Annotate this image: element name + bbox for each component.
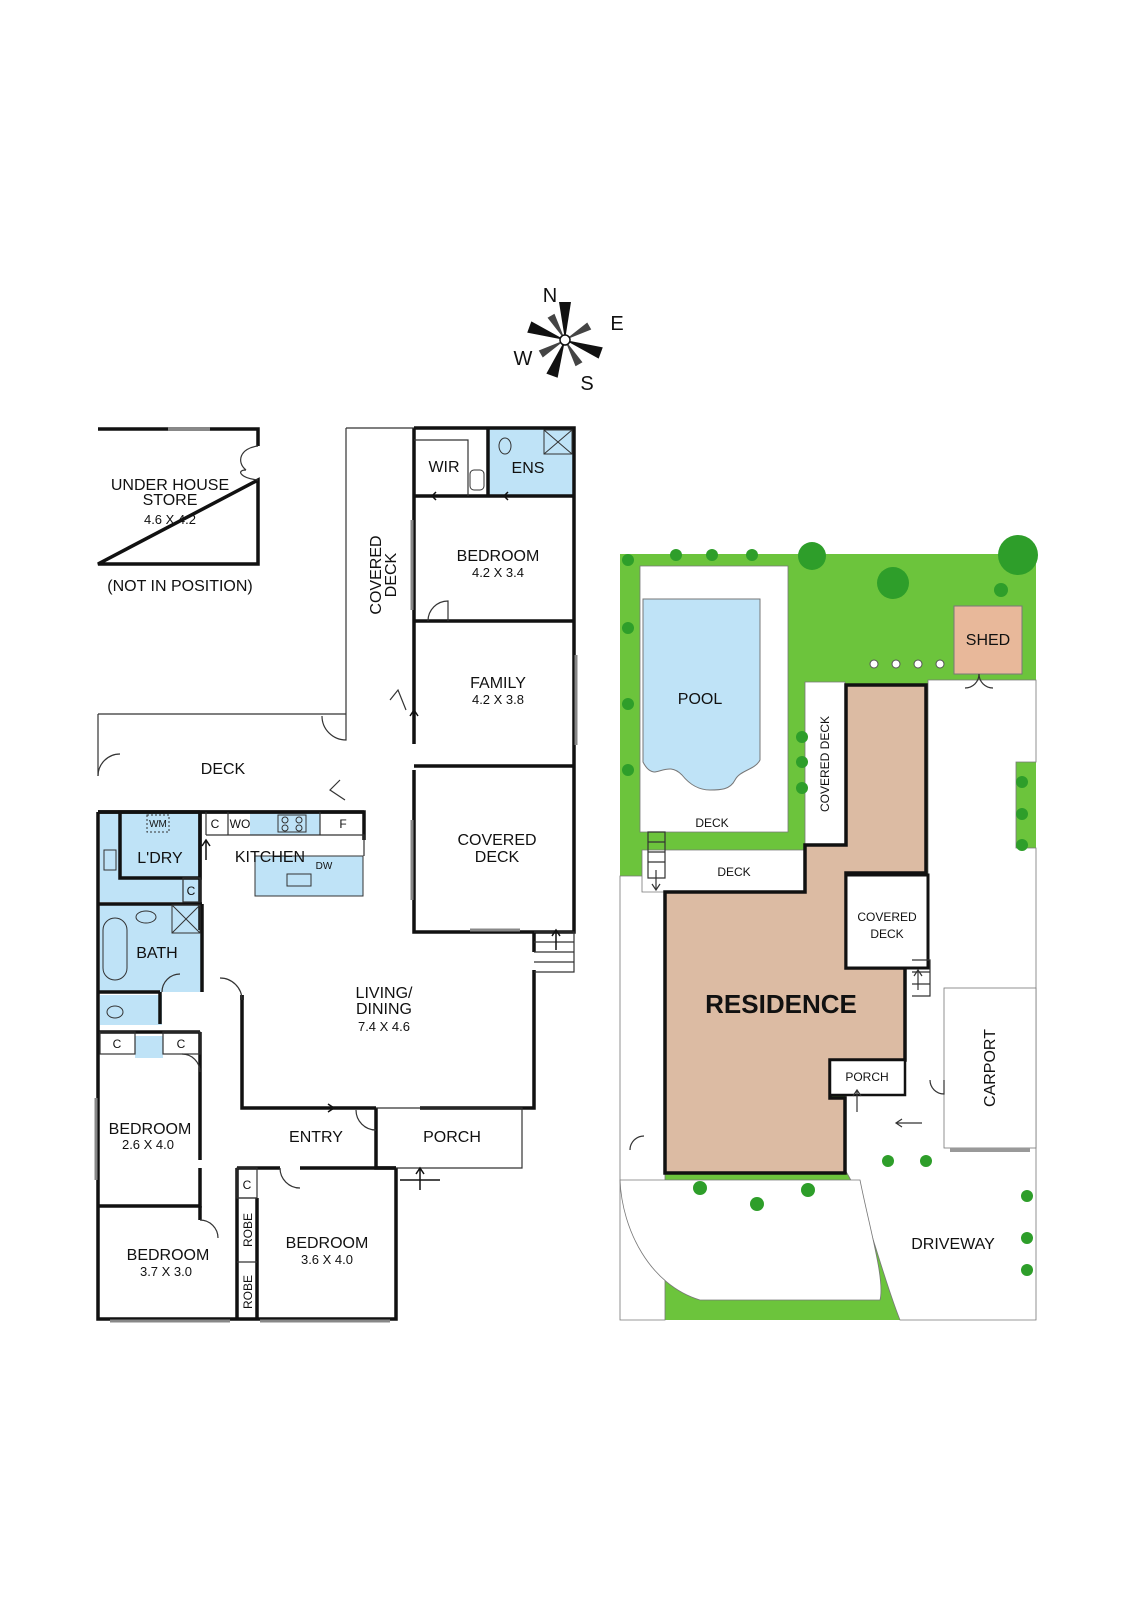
site-shed-label: SHED bbox=[966, 632, 1010, 649]
bathtub-icon bbox=[102, 917, 128, 981]
store-dimensions: 4.6 X 4.2 bbox=[144, 512, 196, 527]
shed bbox=[953, 605, 1023, 675]
compass-east: E bbox=[610, 313, 623, 335]
room-bed1-label: BEDROOM bbox=[457, 548, 540, 565]
site-plan bbox=[619, 535, 1038, 1321]
room-living-2: DINING bbox=[356, 1001, 412, 1018]
shower-icon bbox=[171, 904, 201, 934]
ldry-tub-icon bbox=[103, 849, 117, 871]
family-arrow-icon bbox=[409, 708, 419, 730]
sink-icon bbox=[286, 873, 312, 887]
site-deck1-label: DECK bbox=[695, 816, 728, 830]
compass-rose: N E W S bbox=[514, 285, 624, 395]
room-entry-label: ENTRY bbox=[289, 1129, 343, 1146]
ens-arrow-icon bbox=[502, 491, 524, 501]
ens-shower-icon bbox=[543, 429, 573, 455]
site-residence-label: RESIDENCE bbox=[705, 989, 857, 1019]
room-bed2-dim: 2.6 X 4.0 bbox=[122, 1137, 174, 1152]
room-c1-label: C bbox=[211, 817, 220, 831]
floor-plan-labels: WIR ENS BEDROOM 4.2 X 3.4 COVERED DECK F… bbox=[109, 459, 545, 1309]
room-f-label: F bbox=[339, 817, 346, 831]
room-family-dim: 4.2 X 3.8 bbox=[472, 692, 524, 707]
site-covered-deck-v-label: COVERED DECK bbox=[818, 716, 832, 812]
porch-arrow-icon bbox=[400, 1166, 440, 1190]
under-house-store: UNDER HOUSE STORE 4.6 X 4.2 (NOT IN POSI… bbox=[97, 427, 260, 595]
site-labels: POOL SHED DECK COVERED DECK DECK COVERED… bbox=[678, 632, 1010, 1253]
washing-machine-icon bbox=[146, 814, 170, 833]
room-covered-deck-2: DECK bbox=[475, 849, 520, 866]
room-bed3-dim: 3.7 X 3.0 bbox=[140, 1264, 192, 1279]
residence bbox=[663, 683, 928, 1175]
site-porch-label: PORCH bbox=[845, 1070, 888, 1084]
cooktop-icon bbox=[277, 814, 307, 833]
room-c3-label: C bbox=[113, 1037, 122, 1051]
site-pool-label: POOL bbox=[678, 691, 723, 708]
entry-arrow-icon bbox=[310, 1103, 336, 1113]
room-bed2-label: BEDROOM bbox=[109, 1121, 192, 1138]
room-ldry-label: L'DRY bbox=[137, 850, 183, 867]
room-bed3-label: BEDROOM bbox=[127, 1247, 210, 1264]
room-deck-label: DECK bbox=[201, 761, 246, 778]
room-bed1-dim: 4.2 X 3.4 bbox=[472, 565, 524, 580]
store-name-2: STORE bbox=[143, 492, 198, 509]
floor-plan-fixtures bbox=[102, 429, 573, 1190]
compass-north: N bbox=[543, 285, 557, 307]
room-wo-label: WO bbox=[230, 817, 251, 831]
room-ens-label: ENS bbox=[512, 460, 545, 477]
floor-plan-walls bbox=[94, 426, 578, 1323]
toilet-icon bbox=[106, 1005, 124, 1019]
room-porch-label: PORCH bbox=[423, 1129, 481, 1146]
room-bed4-label: BEDROOM bbox=[286, 1235, 369, 1252]
room-robe2-label: ROBE bbox=[241, 1275, 255, 1309]
room-family-label: FAMILY bbox=[470, 675, 526, 692]
site-covered-deck-1: COVERED bbox=[857, 910, 917, 924]
room-robe1-label: ROBE bbox=[241, 1213, 255, 1247]
kitchen-arrow-icon bbox=[201, 838, 211, 860]
room-dw-label: DW bbox=[316, 861, 333, 872]
pool bbox=[642, 598, 761, 791]
room-bath-label: BATH bbox=[136, 945, 177, 962]
room-living-dim: 7.4 X 4.6 bbox=[358, 1019, 410, 1034]
room-c4-label: C bbox=[177, 1037, 186, 1051]
site-driveway-label: DRIVEWAY bbox=[911, 1236, 995, 1253]
steps-arrow-icon bbox=[551, 928, 561, 950]
island-bench bbox=[254, 855, 364, 897]
wir-arrow-icon bbox=[430, 491, 452, 501]
room-covered-deck-v-2: DECK bbox=[383, 552, 400, 597]
ens-toilet-icon bbox=[498, 437, 512, 455]
compass-star-icon bbox=[527, 302, 603, 378]
site-covered-deck-2: DECK bbox=[870, 927, 903, 941]
store-note: (NOT IN POSITION) bbox=[107, 578, 252, 595]
room-living-1: LIVING/ bbox=[356, 985, 413, 1002]
compass-west: W bbox=[514, 348, 533, 370]
basin-icon bbox=[135, 910, 157, 924]
room-covered-deck-1: COVERED bbox=[457, 832, 536, 849]
room-bed4-dim: 3.6 X 4.0 bbox=[301, 1252, 353, 1267]
room-kitchen-label: KITCHEN bbox=[235, 849, 305, 866]
store-name: UNDER HOUSE bbox=[111, 477, 229, 494]
room-wir-label: WIR bbox=[428, 459, 459, 476]
room-wm-label: WM bbox=[149, 819, 167, 830]
room-covered-deck-v-1: COVERED bbox=[368, 535, 385, 614]
site-carport-label: CARPORT bbox=[982, 1029, 999, 1107]
compass-south: S bbox=[580, 373, 593, 395]
ens-basin-icon bbox=[469, 469, 485, 491]
site-deck2-label: DECK bbox=[717, 865, 750, 879]
room-c5-label: C bbox=[243, 1178, 252, 1192]
room-c2-label: C bbox=[187, 884, 196, 898]
